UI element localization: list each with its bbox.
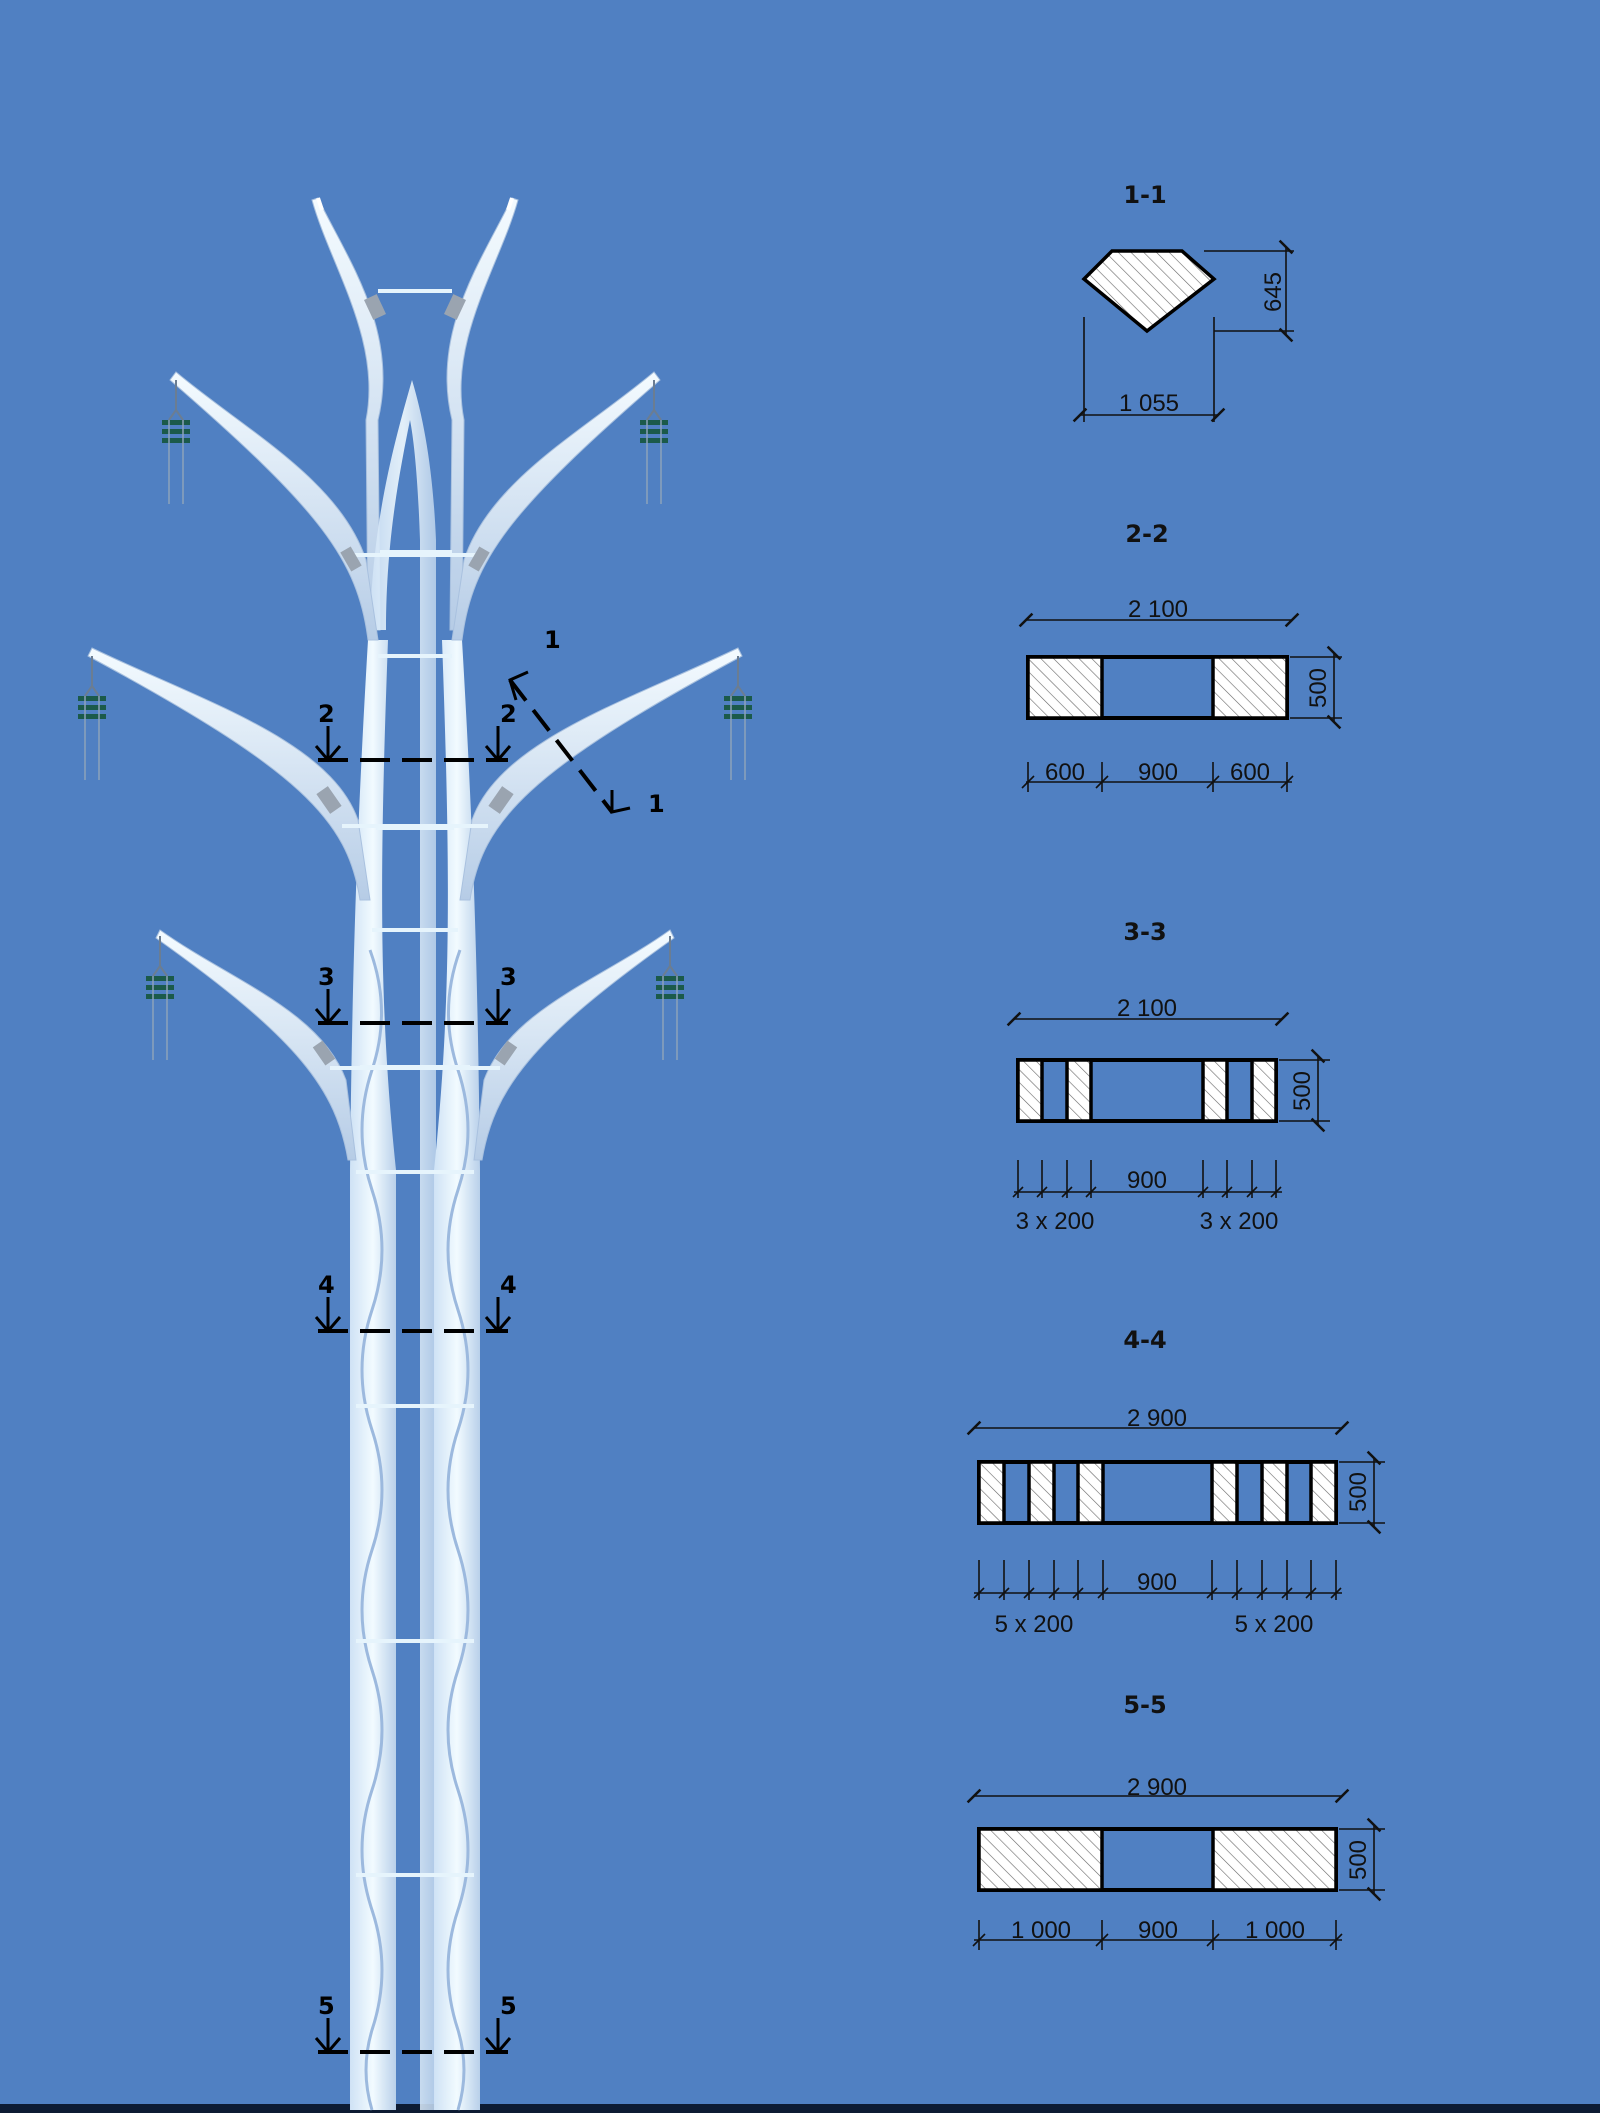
- section-5-5: 5-5 2 900 500 1 000 900 1 000: [966, 1691, 1385, 1950]
- dim-left-group: 3 x 200: [1016, 1208, 1095, 1235]
- insulator-strings: [78, 380, 752, 1060]
- section-3-3: 3-3 2 100 500 900 3 x 200 3 x 200: [1006, 918, 1330, 1235]
- cut-label-1-end: 1: [648, 790, 665, 818]
- cut-label-left: 2: [318, 700, 335, 728]
- cut-label-left: 4: [318, 1271, 335, 1299]
- dim-height: 500: [1345, 1472, 1372, 1512]
- section-1-1: 1-1 1 055 645: [1072, 181, 1294, 423]
- cut-label-1-start: 1: [544, 626, 561, 654]
- main-leg-right: [434, 640, 480, 2110]
- cut-label-left: 5: [318, 1992, 335, 2020]
- dim-part-2: 900: [1138, 759, 1178, 786]
- section-title: 1-1: [1123, 181, 1166, 209]
- arm-lower-left: [155, 929, 357, 1161]
- insulator-icon: [640, 380, 668, 504]
- section-title: 3-3: [1123, 918, 1166, 946]
- dim-width: 1 055: [1119, 390, 1179, 417]
- dim-height: 500: [1305, 668, 1332, 708]
- dim-part-3: 1 000: [1245, 1917, 1305, 1944]
- section-title: 2-2: [1125, 520, 1168, 548]
- arm-lower-right: [473, 929, 675, 1161]
- section-4-4: 4-4 2 900 500 900 5 x 200: [966, 1326, 1385, 1638]
- dim-height: 500: [1345, 1840, 1372, 1880]
- dim-part-1: 1 000: [1011, 1917, 1071, 1944]
- insulator-icon: [78, 656, 106, 780]
- insulator-icon: [162, 380, 190, 504]
- ground-line: [0, 2104, 1600, 2113]
- section-2-2: 2-2 2 100 500 600 900 600: [1018, 520, 1342, 792]
- arm-middle-left: [87, 647, 371, 901]
- arm-middle-right: [459, 647, 743, 901]
- main-leg-left: [350, 640, 396, 2110]
- section-title: 5-5: [1123, 1691, 1166, 1719]
- cut-label-right: 3: [500, 963, 517, 991]
- dim-part-3: 600: [1230, 759, 1270, 786]
- dim-left-group: 5 x 200: [995, 1611, 1074, 1638]
- dim-part-1: 600: [1045, 759, 1085, 786]
- section-title: 4-4: [1123, 1326, 1166, 1354]
- cut-label-right: 4: [500, 1271, 517, 1299]
- dim-total: 2 900: [1127, 1405, 1187, 1432]
- dim-height: 645: [1260, 272, 1287, 312]
- cut-label-left: 3: [318, 963, 335, 991]
- dim-total: 2 100: [1128, 596, 1188, 623]
- section-1-shape: [1081, 249, 1217, 334]
- insulator-icon: [724, 656, 752, 780]
- arm-upper-right: [451, 371, 661, 641]
- dim-gap: 900: [1137, 1569, 1177, 1596]
- dim-total: 2 100: [1117, 995, 1177, 1022]
- cut-label-right: 2: [500, 700, 517, 728]
- dim-gap: 900: [1127, 1167, 1167, 1194]
- insulator-icon: [656, 936, 684, 1060]
- dim-total: 2 900: [1127, 1774, 1187, 1801]
- cut-label-right: 5: [500, 1992, 517, 2020]
- dim-height: 500: [1289, 1071, 1316, 1111]
- dim-part-2: 900: [1138, 1917, 1178, 1944]
- dim-right-group: 5 x 200: [1235, 1611, 1314, 1638]
- arm-upper-left: [169, 371, 379, 641]
- cut-mark-1: 1 1: [508, 626, 665, 818]
- insulator-icon: [146, 936, 174, 1060]
- dim-right-group: 3 x 200: [1200, 1208, 1279, 1235]
